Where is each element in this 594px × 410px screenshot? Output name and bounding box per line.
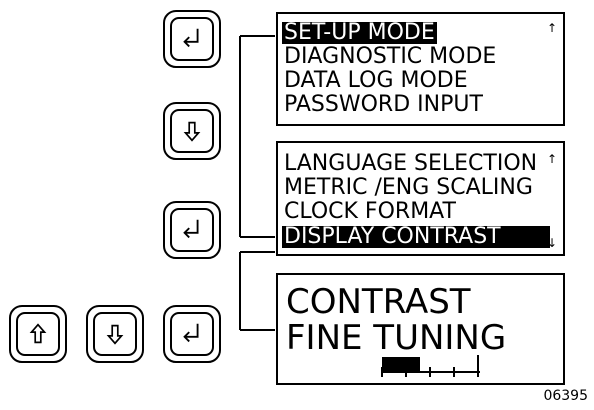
contrast-screen: CONTRAST FINE TUNING bbox=[276, 273, 565, 385]
scroll-down-arrow-icon: ↓ bbox=[546, 236, 557, 250]
menu-item-display-contrast: DISPLAY CONTRAST bbox=[282, 226, 550, 248]
setup-menu-screen: LANGUAGE SELECTION METRIC /ENG SCALING C… bbox=[276, 141, 565, 256]
down-arrow-icon bbox=[183, 121, 201, 142]
menu-item-password-input: PASSWORD INPUT bbox=[284, 92, 483, 117]
contrast-title: CONTRAST bbox=[286, 282, 471, 322]
menu-item-diagnostic-mode: DIAGNOSTIC MODE bbox=[284, 44, 497, 69]
down-arrow-icon bbox=[106, 324, 124, 345]
down-key-1[interactable] bbox=[163, 102, 221, 160]
enter-icon bbox=[183, 219, 199, 239]
scroll-up-arrow-icon: ↑ bbox=[546, 21, 557, 35]
fine-tuning-title: FINE TUNING bbox=[286, 318, 507, 358]
figure-number: 06395 bbox=[543, 388, 588, 404]
up-key[interactable] bbox=[9, 305, 67, 363]
menu-item-setup-mode: SET-UP MODE bbox=[282, 20, 437, 45]
enter-icon bbox=[183, 323, 199, 343]
scroll-up-arrow-icon: ↑ bbox=[546, 152, 557, 166]
menu-item-clock-format: CLOCK FORMAT bbox=[284, 199, 456, 224]
enter-key-1[interactable] bbox=[163, 10, 221, 68]
menu-item-metric-eng-scaling: METRIC /ENG SCALING bbox=[284, 175, 533, 200]
enter-key-3[interactable] bbox=[163, 305, 221, 363]
menu-item-language-selection: LANGUAGE SELECTION bbox=[284, 151, 538, 176]
contrast-level-bar bbox=[381, 355, 480, 377]
up-arrow-icon bbox=[29, 323, 47, 344]
enter-icon bbox=[183, 28, 199, 48]
enter-key-2[interactable] bbox=[163, 201, 221, 259]
main-menu-screen: SET-UP MODE DIAGNOSTIC MODE DATA LOG MOD… bbox=[276, 12, 565, 126]
down-key-2[interactable] bbox=[86, 305, 144, 363]
menu-item-data-log-mode: DATA LOG MODE bbox=[284, 68, 468, 93]
